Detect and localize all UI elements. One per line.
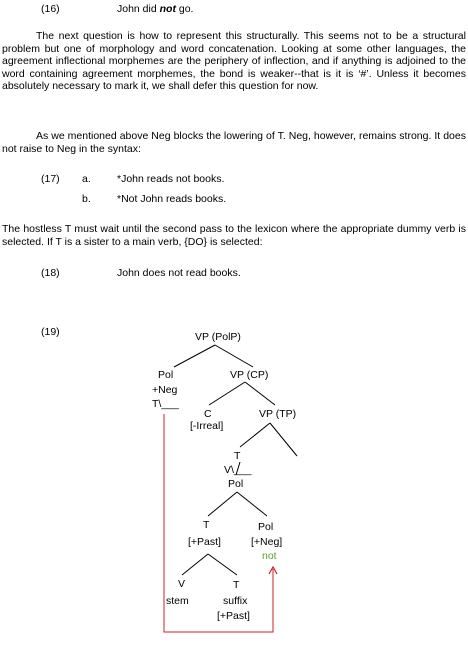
branch-vpcp-c [208,381,246,406]
tree-nodes: VP (PolP) Pol +Neg T\___ VP (CP) C [-Irr… [152,331,296,622]
movement-path [163,414,274,633]
node-vp-polp: VP (PolP) [195,331,241,343]
example-16-number: (16) [41,3,60,15]
branch-vp-vpcp [214,344,254,368]
paragraph-neg-blocks: As we mentioned above Neg blocks the low… [2,130,466,155]
node-t3: T [233,579,240,591]
example-16-post: go. [175,3,194,15]
node-neg2: [+Neg] [251,536,282,548]
example-19-number: (19) [41,326,60,338]
branch-t-tsuffix [207,553,238,576]
example-18-number: (18) [41,267,60,279]
branch-vpcp-vptp [244,381,276,406]
node-suffix: suffix [223,595,248,607]
node-past2: [+Past] [217,610,250,622]
node-neg: +Neg [152,384,178,396]
node-vp-tp: VP (TP) [259,408,296,420]
branch-vp-pol [173,344,216,368]
node-t2: T [203,519,210,531]
node-pol2: Pol [228,478,243,490]
branch-pol-t [207,491,238,517]
example-18-sentence: John does not read books. [117,267,241,279]
branch-vptp-right [269,422,298,457]
node-irreal: [-Irreal] [190,420,223,432]
arrow-head-icon [268,565,278,575]
node-v: V [178,578,185,590]
paragraph-structure: The next question is how to represent th… [2,30,466,93]
node-vp-cp: VP (CP) [230,369,268,381]
example-16-pre: John did [117,3,160,15]
branch-t-vstem [181,553,209,576]
node-pol: Pol [158,369,173,381]
example-17b-label: b. [82,193,91,205]
tree-branches [173,344,298,576]
example-16-sentence: John did not go. [117,3,193,15]
example-17b-sentence: *Not John reads books. [117,193,227,205]
node-pol3: Pol [258,521,273,533]
example-17a-label: a. [82,173,91,185]
node-v-trace: V\___ [224,464,252,476]
branch-vptp-t [239,422,271,448]
example-16-emphasis: not [159,3,176,15]
node-not: not [262,550,277,562]
paragraph-hostless-t: The hostless T must wait until the secon… [2,223,466,248]
node-stem: stem [166,595,189,607]
node-t1: T [234,450,241,462]
movement-arrow [163,414,278,633]
example-17a-sentence: *John reads not books. [117,173,225,185]
node-t-trace: T\___ [152,398,179,410]
branch-pol-pol [236,491,268,517]
example-17-number: (17) [41,173,60,185]
node-c: C [204,408,212,420]
node-past1: [+Past] [188,536,221,548]
branch-t-v [235,461,241,476]
